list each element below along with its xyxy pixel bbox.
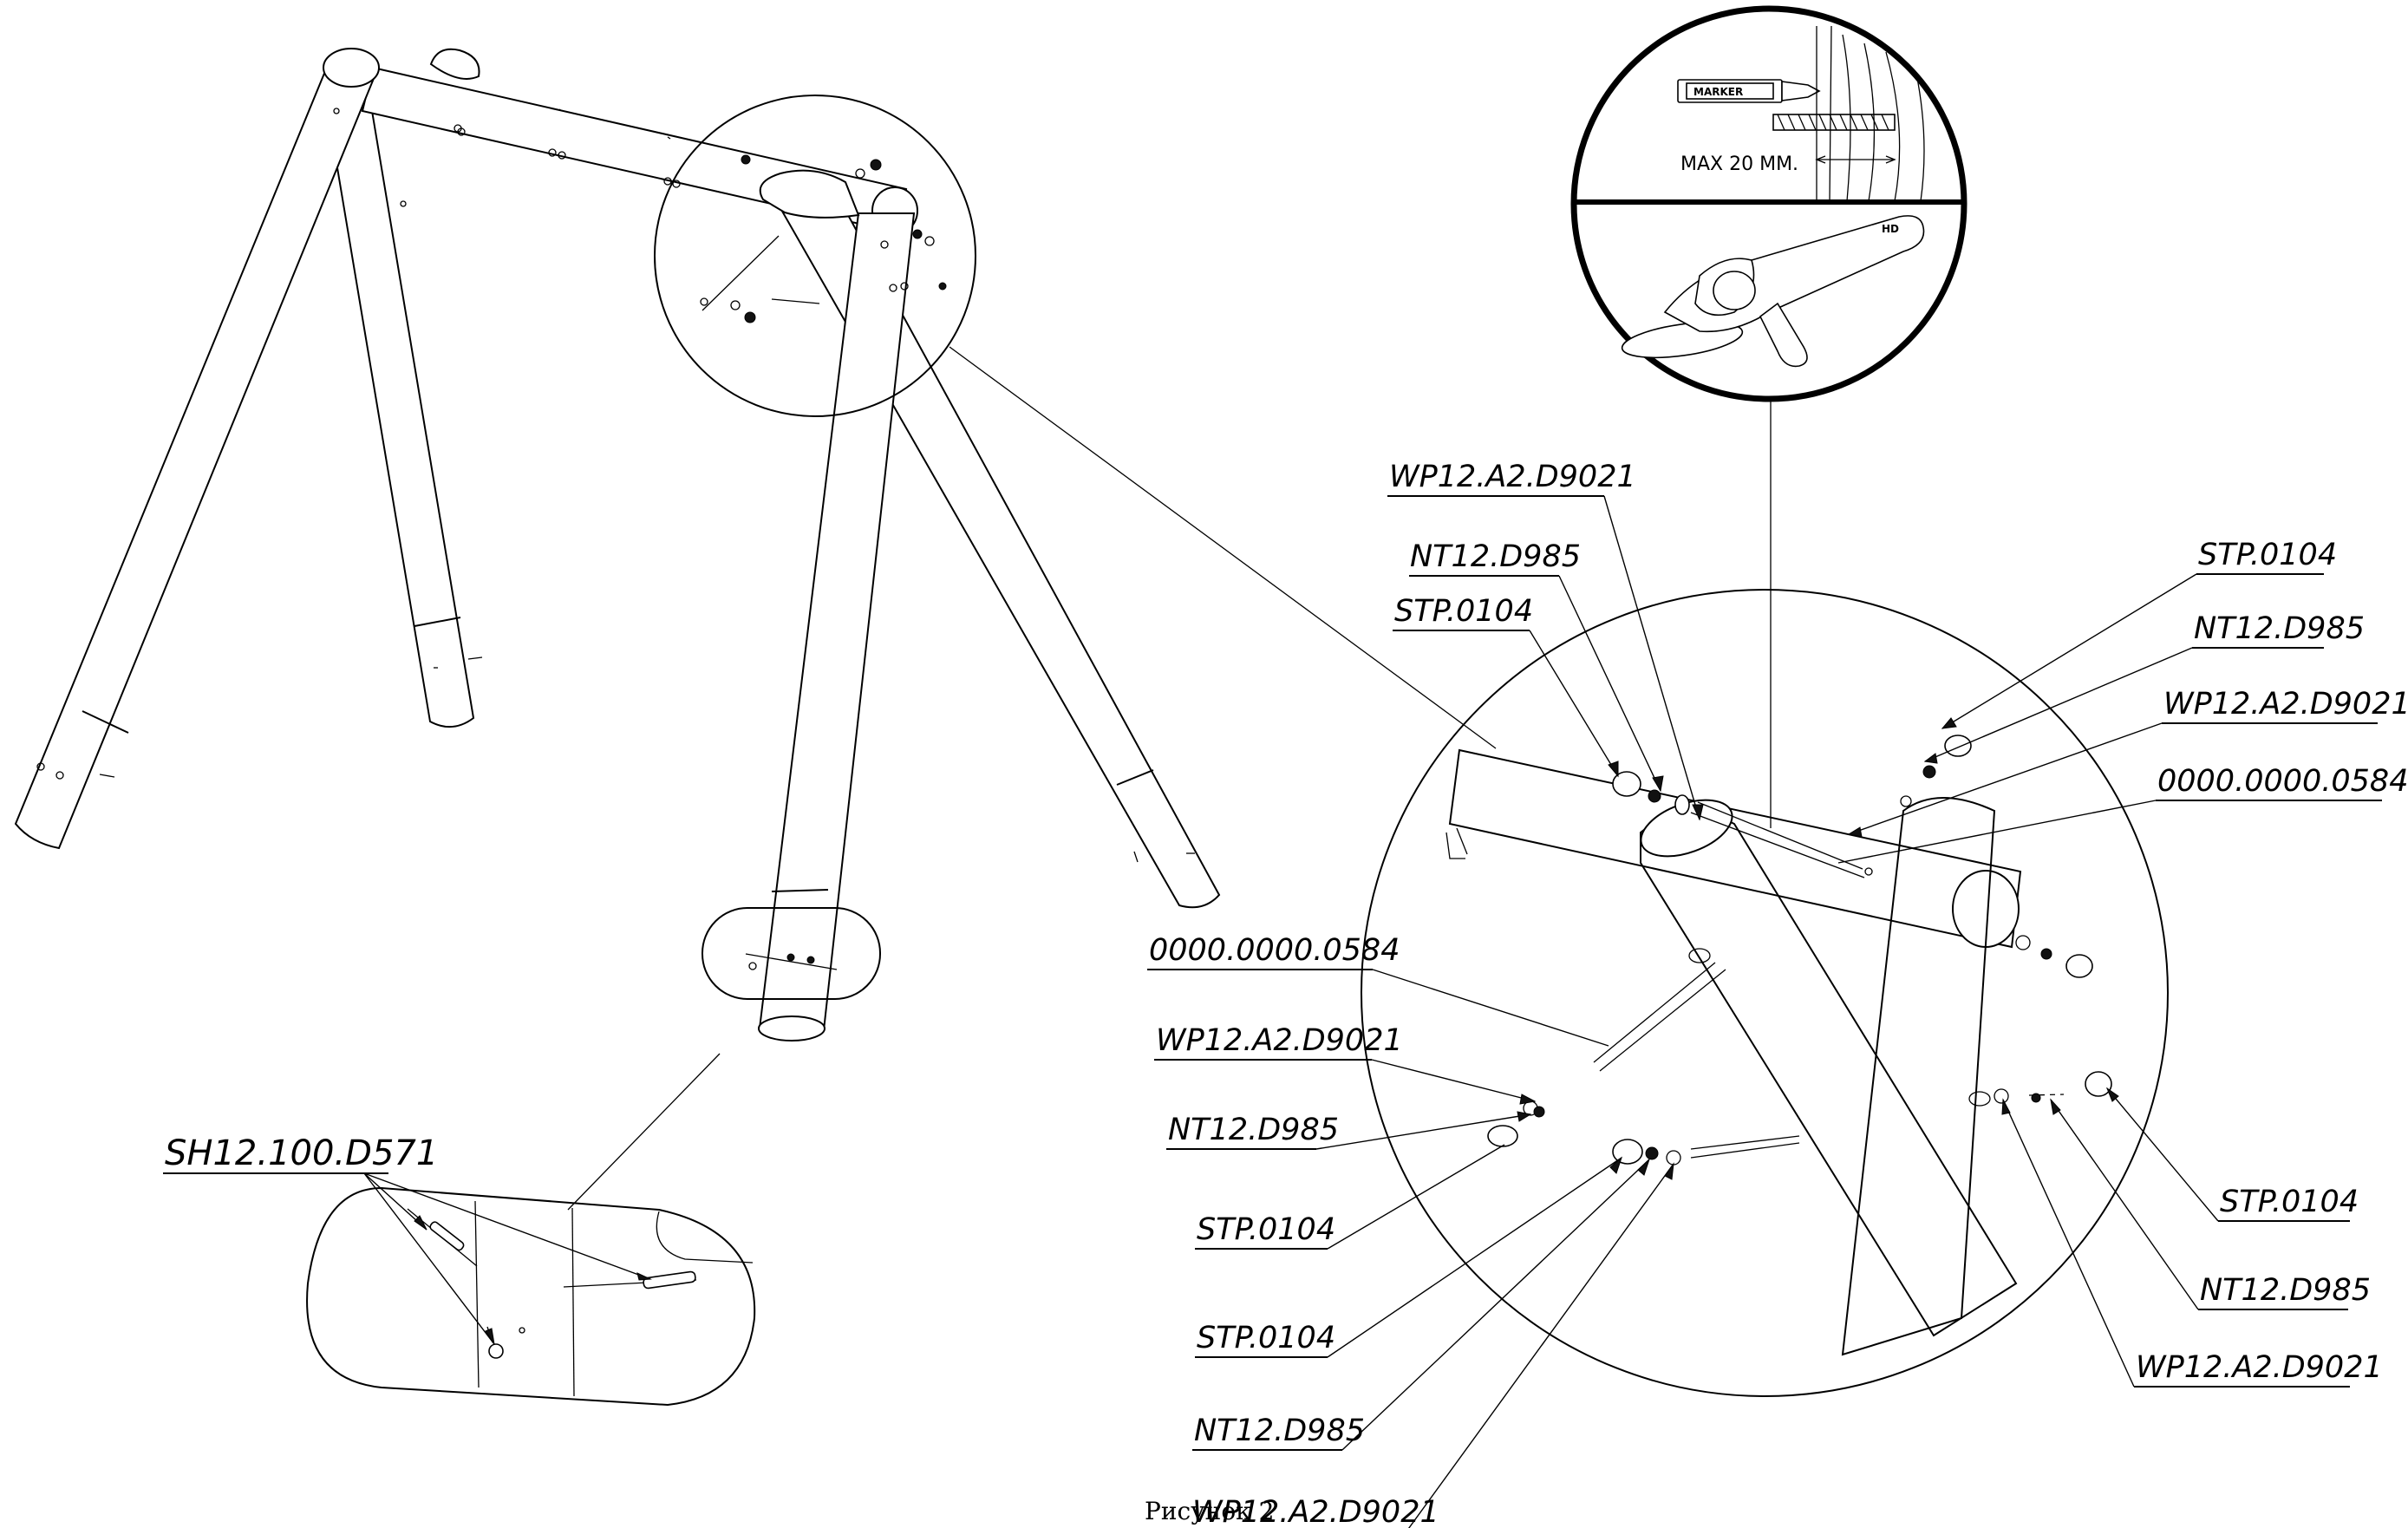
inset-instructions: MARKER MAX 20 MM. HD <box>1570 5 1968 828</box>
callout-top-right-wp: WP12.A2.D9021 <box>1847 687 2408 838</box>
svg-text:0000.0000.0584: 0000.0000.0584 <box>1149 933 1400 968</box>
leg-back-left <box>321 79 483 728</box>
callout-top-right-nt: NT12.D985 <box>1923 611 2365 764</box>
dimension-label: MAX 20 MM. <box>1680 153 1798 175</box>
detail-leader-line <box>949 346 1497 749</box>
callout-screw: SH12.100.D571 <box>163 1133 652 1345</box>
callout-bot-wp: WP12.A2.D9021 <box>1192 1162 1674 1528</box>
svg-text:NT12.D985: NT12.D985 <box>2200 1273 2371 1308</box>
callout-right-wp: WP12.A2.D9021 <box>2001 1098 2383 1388</box>
callout-mid-rod: 0000.0000.0584 <box>1147 933 1609 1047</box>
grinder-mark: HD <box>1882 223 1899 235</box>
angle-grinder-icon: HD <box>1621 215 1925 368</box>
marker-label: MARKER <box>1693 86 1743 98</box>
callout-mid-nt: NT12.D985 <box>1166 1111 1532 1150</box>
callout-top-left-wp: WP12.A2.D9021 <box>1387 460 1704 821</box>
callout-top-left-stp: STP.0104 <box>1393 594 1619 778</box>
detail-zoom-joint <box>1361 589 2169 1397</box>
svg-text:NT12.D985: NT12.D985 <box>1410 539 1581 574</box>
svg-text:WP12.A2.D9021: WP12.A2.D9021 <box>1192 1495 1439 1528</box>
svg-text:NT12.D985: NT12.D985 <box>2194 611 2365 646</box>
marker-icon: MARKER <box>1677 79 1821 103</box>
threaded-rod-icon <box>1772 114 1896 131</box>
detail-stadium-bottom <box>306 1186 756 1407</box>
svg-text:STP.0104: STP.0104 <box>2220 1185 2359 1219</box>
callouts: WP12.A2.D9021 NT12.D985 STP.0104 STP.010… <box>163 460 2408 1528</box>
svg-text:NT12.D985: NT12.D985 <box>1194 1414 1365 1448</box>
callout-right-stp: STP.0104 <box>2105 1087 2359 1222</box>
svg-text:STP.0104: STP.0104 <box>1197 1212 1335 1247</box>
leg-front-left <box>14 48 407 850</box>
svg-text:0000.0000.0584: 0000.0000.0584 <box>2157 764 2408 799</box>
swing-frame <box>14 48 1497 1211</box>
callout-bot-nt: NT12.D985 <box>1192 1159 1650 1451</box>
leg-back-right <box>758 169 916 1042</box>
svg-text:SH12.100.D571: SH12.100.D571 <box>165 1133 438 1173</box>
svg-text:WP12.A2.D9021: WP12.A2.D9021 <box>2136 1350 2383 1385</box>
callout-right-nt: NT12.D985 <box>2050 1098 2371 1310</box>
callout-top-left-nt: NT12.D985 <box>1409 539 1664 793</box>
svg-text:STP.0104: STP.0104 <box>1394 594 1533 629</box>
svg-text:NT12.D985: NT12.D985 <box>1168 1113 1339 1147</box>
svg-text:WP12.A2.D9021: WP12.A2.D9021 <box>1156 1023 1403 1058</box>
svg-text:WP12.A2.D9021: WP12.A2.D9021 <box>1389 460 1636 494</box>
detail-oval-base <box>567 907 881 1211</box>
callout-top-right-rod: 0000.0000.0584 <box>1837 764 2408 864</box>
callout-mid-stp: STP.0104 <box>1195 1144 1505 1250</box>
callout-mid-wp: WP12.A2.D9021 <box>1154 1023 1537 1105</box>
detail-circle-top <box>654 95 976 417</box>
callout-bot-stp: STP.0104 <box>1195 1156 1623 1358</box>
svg-text:STP.0104: STP.0104 <box>1197 1321 1335 1355</box>
svg-text:STP.0104: STP.0104 <box>2198 538 2337 572</box>
callout-top-right-stp: STP.0104 <box>1941 538 2337 729</box>
svg-text:WP12.A2.D9021: WP12.A2.D9021 <box>2163 687 2408 722</box>
figure-caption: Рисунок 2 <box>1145 1497 1274 1525</box>
